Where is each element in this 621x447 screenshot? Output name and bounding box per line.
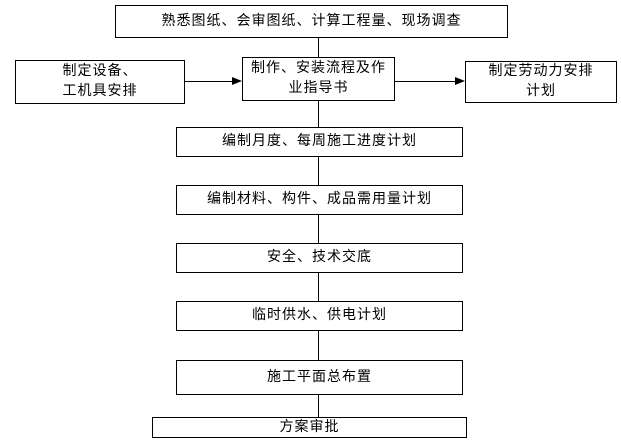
node-label: 安全、技术交底 (267, 250, 372, 266)
connector-line-1 (318, 38, 319, 57)
connector-line-5 (318, 273, 319, 301)
arrow-instruction-to-labor (395, 81, 456, 82)
node-temporary-utilities: 临时供水、供电计划 (176, 301, 463, 331)
node-label: 临时供水、供电计划 (252, 308, 387, 324)
node-label: 制定劳动力安排 (488, 64, 594, 80)
node-progress-plan: 编制月度、每周施工进度计划 (176, 127, 463, 157)
node-work-instruction: 制作、安装流程及作 业指导书 (242, 57, 395, 101)
connector-line-7 (318, 395, 319, 417)
arrow-right-icon (455, 77, 465, 85)
connector-line-2 (318, 101, 319, 127)
node-equipment-arrangement: 制定设备、 工机具安排 (15, 60, 185, 104)
node-label: 制作、安装流程及作 (251, 61, 386, 77)
arrow-equipment-to-instruction (185, 81, 233, 82)
node-label: 编制月度、每周施工进度计划 (222, 134, 417, 150)
node-materials-plan: 编制材料、构件、成品需用量计划 (176, 185, 463, 215)
connector-line-3 (318, 157, 319, 185)
node-labor-plan: 制定劳动力安排 计划 (465, 61, 617, 103)
node-plan-approval: 方案审批 (152, 417, 467, 438)
node-label: 计划 (526, 84, 556, 99)
node-label: 制定设备、 (62, 64, 138, 80)
node-label: 业指导书 (288, 81, 349, 96)
connector-line-6 (318, 331, 319, 360)
node-label: 方案审批 (279, 419, 340, 435)
arrow-right-icon (232, 77, 242, 85)
node-label: 熟悉图纸、会审图纸、计算工程量、现场调查 (161, 13, 462, 29)
node-site-layout: 施工平面总布置 (176, 360, 463, 395)
node-label: 工机具安排 (62, 84, 138, 99)
node-prepare-drawings: 熟悉图纸、会审图纸、计算工程量、现场调查 (115, 5, 508, 38)
node-label: 施工平面总布置 (267, 369, 372, 385)
connector-line-4 (318, 215, 319, 243)
node-safety-disclosure: 安全、技术交底 (176, 243, 463, 273)
node-label: 编制材料、构件、成品需用量计划 (207, 192, 432, 208)
